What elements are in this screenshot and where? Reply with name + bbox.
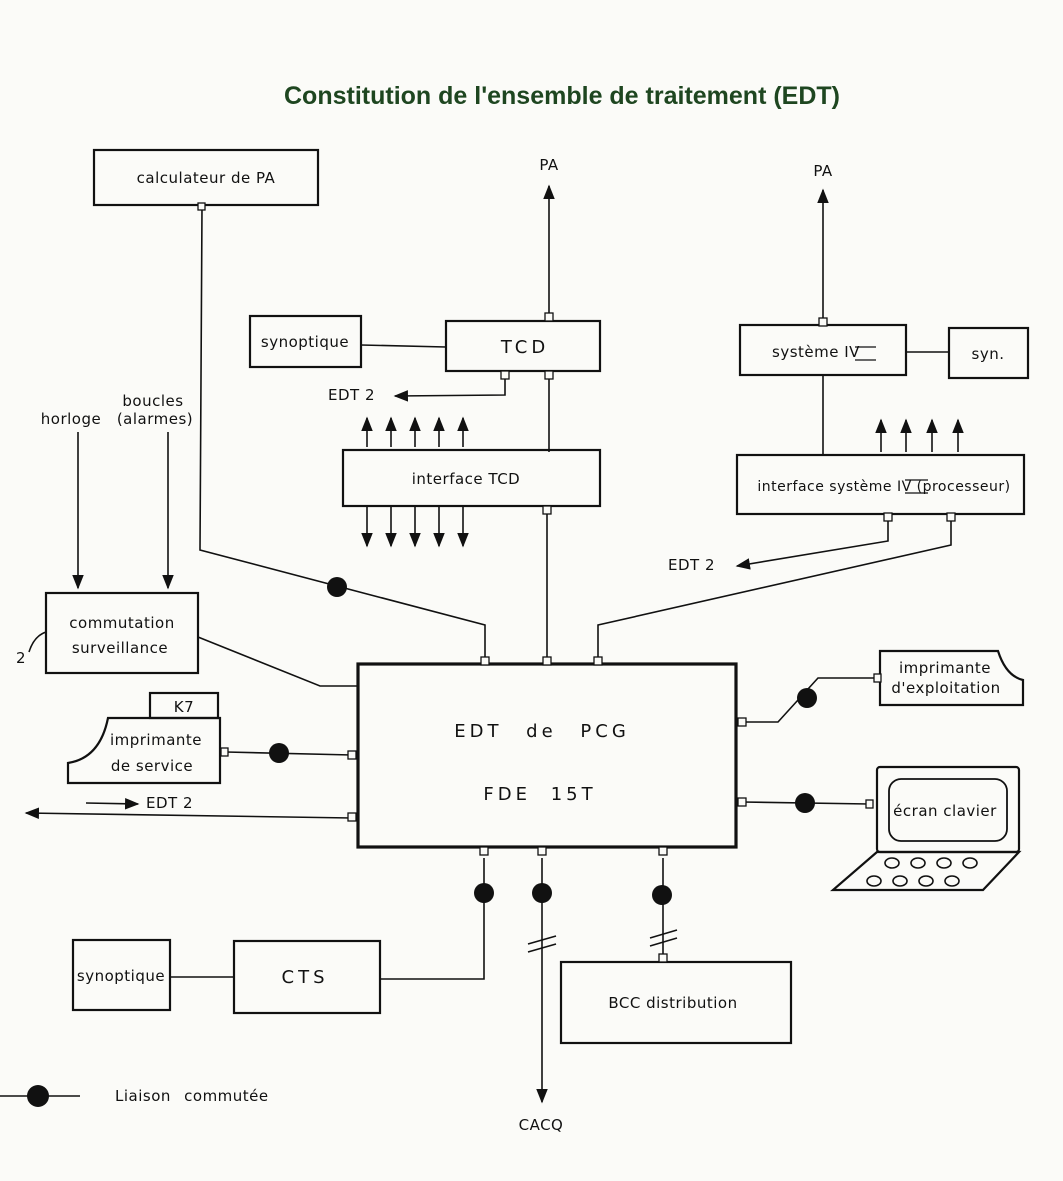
calculateur-box[interactable]: calculateur de PA xyxy=(92,148,320,207)
tcd-box[interactable]: TCD xyxy=(444,319,602,373)
number-2-label: 2 xyxy=(16,649,26,667)
tcd-label: TCD xyxy=(500,337,549,358)
connections xyxy=(24,184,952,1104)
cts-box[interactable]: CTS xyxy=(232,939,382,1015)
switched-link-dot xyxy=(795,793,815,813)
pa-right-label: PA xyxy=(813,162,833,180)
interface-systeme-input-arrows xyxy=(875,418,964,452)
horloge-label: horloge xyxy=(41,410,101,428)
boucles-label: boucles xyxy=(122,392,183,410)
imprimante-service-box[interactable]: imprimante de service xyxy=(66,716,222,785)
cts-label: CTS xyxy=(282,967,329,988)
switched-link-dot xyxy=(797,688,817,708)
interface-tcd-box[interactable]: interface TCD xyxy=(341,448,602,508)
keyboard-keys xyxy=(866,857,978,887)
switched-link-dot xyxy=(327,577,347,597)
syn-label: syn. xyxy=(972,345,1005,363)
roman-numeral-marks xyxy=(855,346,928,494)
synoptique-top-box[interactable]: synoptique xyxy=(248,314,363,369)
legend-dot-icon xyxy=(27,1085,49,1107)
edt-main-label-line2: FDE 15T xyxy=(483,784,596,805)
systeme-iv-label: système IV xyxy=(772,343,860,361)
interface-systeme-box[interactable]: interface système IV (processeur) xyxy=(735,453,1026,516)
edt-main-box[interactable]: EDT de PCG FDE 15T xyxy=(356,662,738,849)
k7-box[interactable]: K7 xyxy=(148,691,220,720)
legend: Liaison commutée xyxy=(0,1085,269,1107)
interface-systeme-label: interface système IV (processeur) xyxy=(757,479,1010,495)
ecran-clavier-terminal[interactable]: écran clavier xyxy=(830,765,1022,892)
switched-link-dot xyxy=(269,743,289,763)
syn-box[interactable]: syn. xyxy=(947,326,1030,380)
switched-link-dot xyxy=(652,885,672,905)
bcc-box[interactable]: BCC distribution xyxy=(559,960,793,1045)
cacq-label: CACQ xyxy=(519,1116,564,1134)
synoptique-bottom-box[interactable]: synoptique xyxy=(71,938,172,1012)
de-service-label: de service xyxy=(111,757,193,775)
diagram-title: Constitution de l'ensemble de traitement… xyxy=(284,82,840,110)
commutation-label: commutation xyxy=(69,614,174,632)
commutation-box[interactable]: commutation surveillance xyxy=(44,591,200,675)
alarmes-label: (alarmes) xyxy=(117,410,193,428)
systeme-iv-box[interactable]: système IV xyxy=(738,323,908,377)
surveillance-label: surveillance xyxy=(72,639,168,657)
edt2-left-label: EDT 2 xyxy=(146,794,193,812)
legend-label: Liaison commutée xyxy=(115,1087,269,1105)
k7-label: K7 xyxy=(174,698,194,716)
d-exploitation-label: d'exploitation xyxy=(891,679,1000,697)
interface-tcd-input-arrows xyxy=(361,416,469,447)
interface-tcd-output-arrows xyxy=(361,507,469,548)
ecran-clavier-label: écran clavier xyxy=(893,802,997,820)
bcc-label: BCC distribution xyxy=(608,994,737,1012)
synoptique-top-label: synoptique xyxy=(261,333,349,351)
edt-main-label-line1: EDT de PCG xyxy=(454,721,630,742)
imprimante-exploitation-label: imprimante xyxy=(899,659,991,677)
synoptique-bottom-label: synoptique xyxy=(77,967,165,985)
edt2-tcd-label: EDT 2 xyxy=(328,386,375,404)
pa-left-label: PA xyxy=(539,156,559,174)
calculateur-label: calculateur de PA xyxy=(137,169,276,187)
edt2-right-label: EDT 2 xyxy=(668,556,715,574)
switched-link-dot xyxy=(532,883,552,903)
interface-tcd-label: interface TCD xyxy=(412,470,520,488)
imprimante-exploitation-box[interactable]: imprimante d'exploitation xyxy=(878,649,1025,707)
switched-link-dots xyxy=(269,577,817,905)
imprimante-service-label: imprimante xyxy=(110,731,202,749)
switched-link-dot xyxy=(474,883,494,903)
